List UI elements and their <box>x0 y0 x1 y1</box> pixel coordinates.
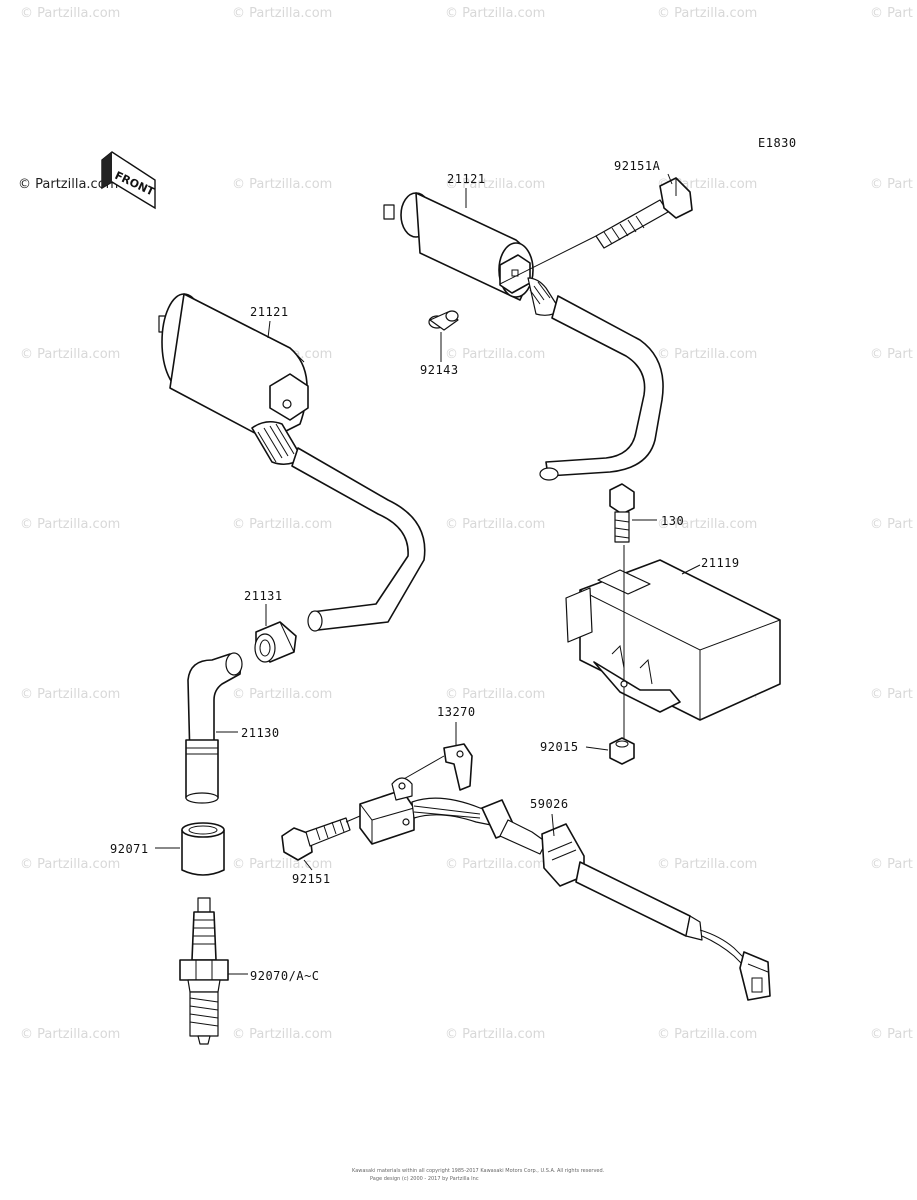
watermark: © Partzilla.com <box>232 687 332 702</box>
diagram-code: E1830 <box>758 136 797 150</box>
watermark: © Part <box>870 687 913 702</box>
part-label-21121-upper: 21121 <box>447 172 486 186</box>
watermark: © Partzilla.com <box>657 6 757 21</box>
watermark: © Partzilla.com <box>232 1027 332 1042</box>
watermark: © Partzilla.com <box>20 1027 120 1042</box>
watermark: © Partzilla.com <box>20 687 120 702</box>
part-label-21119: 21119 <box>701 556 740 570</box>
cap-21131 <box>254 621 297 663</box>
watermark: © Partzilla.com <box>232 857 332 872</box>
ignition-coil-lower <box>158 293 426 632</box>
watermark: © Partzilla.com <box>657 857 757 872</box>
leader-line <box>499 235 597 285</box>
part-label-59026: 59026 <box>530 797 569 811</box>
part-label-13270: 13270 <box>437 705 476 719</box>
pickup-coil-59026 <box>359 777 771 1001</box>
igniter-21119 <box>565 545 781 740</box>
part-label-21130: 21130 <box>241 726 280 740</box>
watermark: © Part <box>870 1027 913 1042</box>
bolt-92151a <box>595 177 693 249</box>
watermark-layer: © Partzilla.com © Partzilla.com © Partzi… <box>20 6 913 1042</box>
watermark: © Part <box>870 347 913 362</box>
watermark: © Partzilla.com <box>657 1027 757 1042</box>
watermark: © Part <box>870 177 913 192</box>
watermark: © Partzilla.com <box>445 857 545 872</box>
watermark: © Partzilla.com <box>445 1027 545 1042</box>
part-label-92070: 92070/A~C <box>250 969 320 983</box>
part-label-130: 130 <box>661 514 684 528</box>
front-arrow-icon: FRONT <box>101 151 157 210</box>
part-label-21121-lower: 21121 <box>250 305 289 319</box>
leader-line <box>267 320 271 339</box>
watermark: © Partzilla.com <box>657 517 757 532</box>
sleeve-92071 <box>181 822 225 876</box>
copyright-text: Kawasaki materials within all copyright … <box>352 1168 605 1174</box>
partzilla-logo-text: © Partzilla.com <box>18 177 118 192</box>
leader-line <box>303 859 313 871</box>
watermark: © Partzilla.com <box>232 6 332 21</box>
leader-line <box>681 564 701 575</box>
copyright-text-2: Page design (c) 2000 - 2017 by Partzilla… <box>370 1176 479 1182</box>
watermark: © Partzilla.com <box>445 687 545 702</box>
watermark: © Partzilla.com <box>445 347 545 362</box>
plug-cap-21130 <box>185 652 243 804</box>
watermark: © Part <box>870 517 913 532</box>
watermark: © Partzilla.com <box>20 517 120 532</box>
watermark: © Partzilla.com <box>20 347 120 362</box>
watermark: © Partzilla.com <box>445 177 545 192</box>
watermark: © Partzilla.com <box>657 347 757 362</box>
part-label-21131: 21131 <box>244 589 283 603</box>
spark-plug-92070 <box>179 897 229 1045</box>
watermark: © Partzilla.com <box>20 6 120 21</box>
ignition-coil-upper <box>383 192 664 481</box>
part-label-92151a: 92151A <box>614 159 661 173</box>
nut-92015 <box>609 737 635 765</box>
leader-line <box>585 746 609 751</box>
bolt-92151 <box>281 817 351 861</box>
watermark: © Partzilla.com <box>445 6 545 21</box>
part-label-92015: 92015 <box>540 740 579 754</box>
leader-line <box>667 173 673 185</box>
leader-line <box>345 815 361 823</box>
watermark: © Part <box>870 857 913 872</box>
watermark: © Partzilla.com <box>232 177 332 192</box>
leader-line <box>401 755 445 781</box>
collar-92143 <box>428 310 459 331</box>
part-label-92143: 92143 <box>420 363 459 377</box>
watermark: © Partzilla.com <box>232 517 332 532</box>
watermark: © Partzilla.com <box>445 517 545 532</box>
part-label-92071: 92071 <box>110 842 149 856</box>
bolt-130 <box>609 483 635 543</box>
watermark: © Part <box>870 6 913 21</box>
leader-line <box>551 813 555 837</box>
part-label-92151: 92151 <box>292 872 331 886</box>
watermark: © Partzilla.com <box>20 857 120 872</box>
bracket-13270 <box>443 743 473 791</box>
